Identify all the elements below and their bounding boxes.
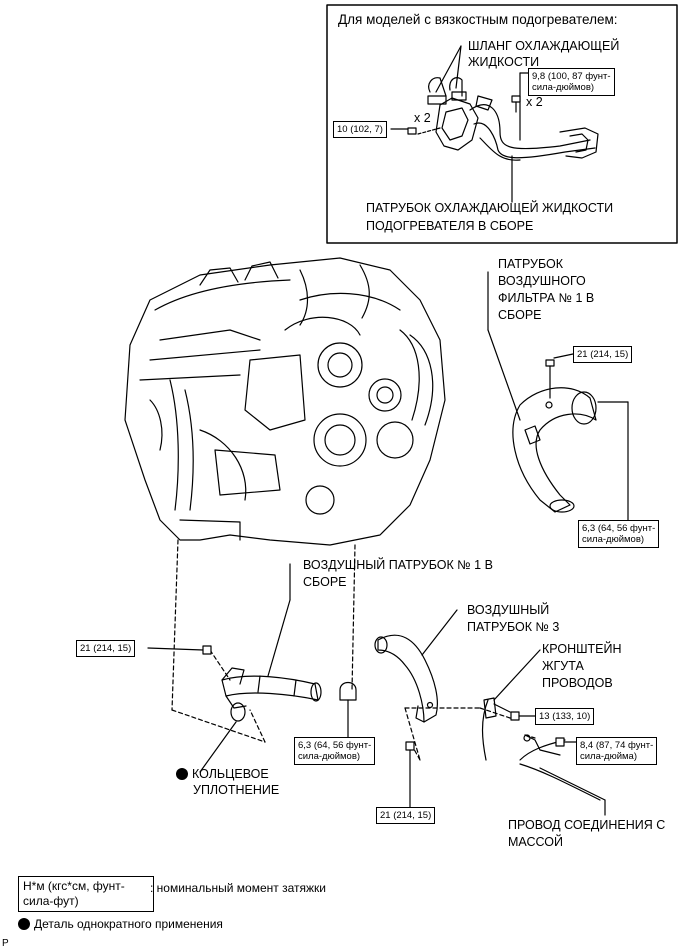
torque-8-4-box: 8,4 (87, 74 фунт- сила-дюйма) xyxy=(576,737,658,765)
bracket-label-line3: ПРОВОДОВ xyxy=(542,676,613,690)
air-pipe-1-label-line1: ВОЗДУШНЫЙ ПАТРУБОК № 1 В xyxy=(303,558,493,572)
torque-21-bottom-box: 21 (214, 15) xyxy=(376,807,436,824)
o-ring-label-line1: КОЛЬЦЕВОЕ xyxy=(176,766,269,782)
ground-wire-label-line2: МАССОЙ xyxy=(508,835,563,849)
single-use-marker-icon xyxy=(176,768,188,780)
single-use-legend-icon xyxy=(18,918,30,930)
air-filter-pipe-label-line1: ПАТРУБОК xyxy=(498,257,564,271)
ground-wire-label-line1: ПРОВОД СОЕДИНЕНИЯ С xyxy=(508,818,666,832)
legend-torque-box: Н*м (кгс*см, фунт- сила-фут) xyxy=(18,876,154,912)
air-filter-pipe-drawing xyxy=(512,387,597,513)
qty-x2-left: x 2 xyxy=(414,111,431,125)
heater-pipe-drawing xyxy=(427,77,599,161)
qty-x2-right: x 2 xyxy=(526,95,543,109)
air-pipe-1-label-line2: СБОРЕ xyxy=(303,575,347,589)
clamp-upper xyxy=(545,359,555,367)
air-pipe-1-drawing xyxy=(221,667,322,709)
heater-pipe-label-line1: ПАТРУБОК ОХЛАЖДАЮЩЕЙ ЖИДКОСТИ xyxy=(366,201,614,215)
torque-6-3-mid-box: 6,3 (64, 56 фунт- сила-дюймов) xyxy=(294,737,376,765)
air-filter-pipe-label-line4: СБОРЕ xyxy=(498,308,542,322)
coolant-hose-label-line2: ЖИДКОСТИ xyxy=(468,55,540,69)
bracket-label-line2: ЖГУТА xyxy=(542,659,584,673)
guide-lines xyxy=(171,539,536,761)
torque-10-box: 10 (102, 7) xyxy=(333,121,387,138)
bracket-drawing xyxy=(481,697,511,761)
torque-13-box: 13 (133, 10) xyxy=(535,708,595,725)
o-ring-label-line2: УПЛОТНЕНИЕ xyxy=(193,783,280,797)
bracket-label-line1: КРОНШТЕЙН xyxy=(542,642,622,656)
engine-assembly-drawing xyxy=(124,257,446,546)
heater-pipe-label-line2: ПОДОГРЕВАТЕЛЯ В СБОРЕ xyxy=(366,219,534,233)
inset-title: Для моделей с вязкостным подогревателем: xyxy=(338,12,618,27)
legend-single-use: Деталь однократного применения xyxy=(18,916,223,932)
torque-21-left-box: 21 (214, 15) xyxy=(76,640,136,657)
air-pipe-3-label-line1: ВОЗДУШНЫЙ xyxy=(467,603,550,617)
air-pipe-3-label-line2: ПАТРУБОК № 3 xyxy=(467,620,560,634)
inset-frame xyxy=(326,4,678,244)
air-filter-pipe-label-line3: ФИЛЬТРА № 1 В xyxy=(498,291,595,305)
torque-21-upper-box: 21 (214, 15) xyxy=(573,346,633,363)
air-pipe-3-drawing xyxy=(374,634,438,723)
o-ring xyxy=(230,702,246,722)
legend-torque-desc: : номинальный момент затяжки xyxy=(150,881,326,895)
air-filter-pipe-label-line2: ВОЗДУШНОГО xyxy=(498,274,586,288)
coolant-hose-label-line1: ШЛАНГ ОХЛАЖДАЮЩЕЙ xyxy=(468,39,620,53)
torque-6-3-right-box: 6,3 (64, 56 фунт- сила-дюймов) xyxy=(578,520,660,548)
corner-mark: P xyxy=(2,938,9,949)
torque-9-8-box: 9,8 (100, 87 фунт- сила-дюймов) xyxy=(528,68,615,96)
clamp-middle xyxy=(339,681,357,701)
